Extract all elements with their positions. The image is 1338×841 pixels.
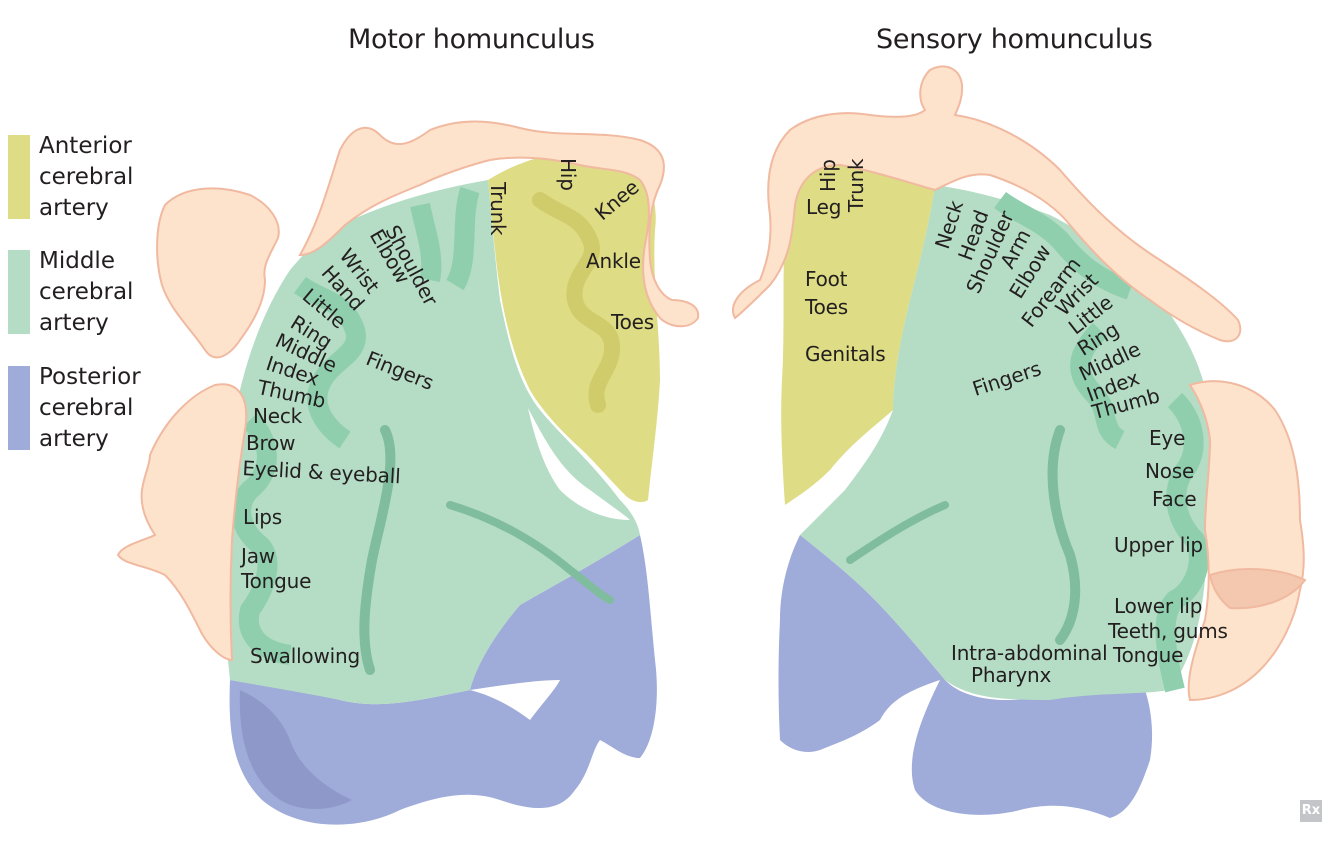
motor-sulcus-2 xyxy=(446,501,614,604)
legend-label-anterior: Anterior cerebral artery xyxy=(39,133,134,221)
sensory-body xyxy=(732,65,1242,343)
sensory-label-teeth: Teeth, gums xyxy=(1108,619,1228,643)
sensory-label-leg: Leg xyxy=(806,195,842,219)
motor-label-ankle: Ankle xyxy=(586,249,641,273)
motor-anterior-gyrus xyxy=(532,192,621,413)
motor-title: Motor homunculus xyxy=(348,24,595,55)
sensory-sulcus xyxy=(1047,425,1081,645)
sensory-face xyxy=(1187,380,1305,702)
motor-label-jaw: Jaw xyxy=(241,544,275,568)
legend-label-posterior: Posterior cerebral artery xyxy=(39,364,141,452)
sensory-posterior-region xyxy=(778,535,1153,818)
sensory-label-eye: Eye xyxy=(1149,426,1186,450)
motor-label-lips: Lips xyxy=(243,505,283,529)
sensory-label-trunk: Trunk xyxy=(844,158,868,212)
motor-label-brow: Brow xyxy=(246,431,296,455)
motor-hemisphere xyxy=(222,151,660,825)
motor-middle-region xyxy=(222,180,640,705)
motor-posterior-shade xyxy=(239,690,352,809)
motor-label-toes: Toes xyxy=(611,310,654,334)
motor-label-swallowing: Swallowing xyxy=(250,644,360,668)
sensory-gyrus-edge xyxy=(994,191,1209,693)
sensory-anterior-region xyxy=(781,152,935,506)
rx-logo: Rx xyxy=(1300,800,1322,822)
motor-sulcus xyxy=(359,425,396,675)
motor-notch-2 xyxy=(470,680,560,720)
sensory-label-pharynx: Pharynx xyxy=(971,663,1052,687)
legend-label-middle: Middle cerebral artery xyxy=(39,248,134,336)
sensory-title: Sensory homunculus xyxy=(876,24,1153,55)
motor-anterior-region xyxy=(488,151,660,503)
sensory-label-upper-lip: Upper lip xyxy=(1114,533,1203,557)
sensory-hemisphere xyxy=(778,152,1210,818)
sensory-label-foot: Foot xyxy=(805,267,848,291)
sensory-label-toes: Toes xyxy=(805,295,848,319)
sensory-label-intra-abdominal: Intra-abdominal xyxy=(951,641,1108,665)
motor-label-trunk: Trunk xyxy=(486,182,510,236)
motor-homunculus-figure xyxy=(116,120,700,662)
legend-swatch-middle xyxy=(8,250,30,334)
motor-face xyxy=(116,383,248,662)
sensory-sulcus-2 xyxy=(846,501,949,564)
sensory-label-nose: Nose xyxy=(1145,459,1195,483)
sensory-label-hip: Hip xyxy=(816,159,840,192)
motor-hand xyxy=(156,187,280,359)
sensory-label-face: Face xyxy=(1152,487,1197,511)
legend-swatch-posterior xyxy=(8,366,30,450)
motor-label-neck: Neck xyxy=(253,404,303,428)
sensory-label-genitals: Genitals xyxy=(805,342,886,366)
motor-label-hip: Hip xyxy=(556,158,580,191)
sensory-homunculus-figure xyxy=(732,65,1307,702)
motor-gyrus-edge xyxy=(231,186,480,665)
sensory-label-tongue: Tongue xyxy=(1113,643,1184,667)
sensory-middle-region xyxy=(800,185,1210,700)
motor-body xyxy=(298,120,700,328)
motor-posterior-region xyxy=(229,535,657,825)
motor-notch xyxy=(528,408,630,520)
motor-label-tongue: Tongue xyxy=(241,569,312,593)
sensory-notch xyxy=(800,460,850,525)
sensory-mouth xyxy=(1208,567,1307,610)
sensory-label-lower-lip: Lower lip xyxy=(1114,594,1203,618)
legend-swatch-anterior xyxy=(8,135,30,219)
